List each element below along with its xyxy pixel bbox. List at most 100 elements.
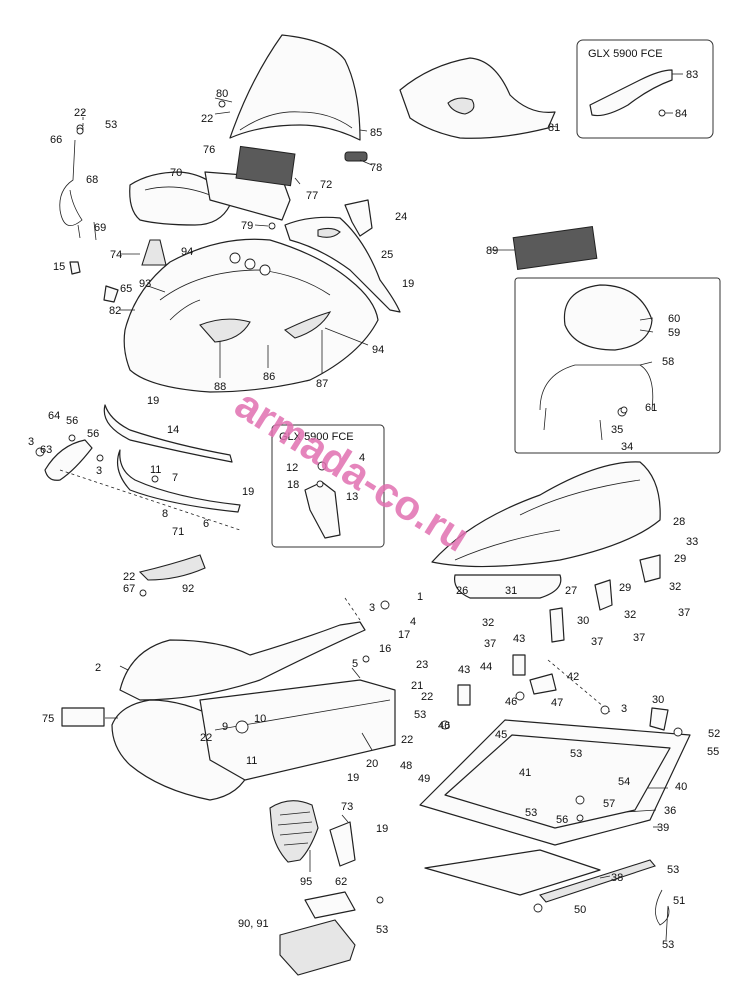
callout-label: 11 [246, 755, 257, 767]
callout-label: 89 [486, 245, 498, 257]
bracket-29a [594, 579, 613, 611]
callout-label: 22 [123, 571, 135, 583]
callout-label: 52 [708, 728, 720, 740]
callout-label: 34 [621, 441, 633, 453]
callout-label: 19 [402, 278, 414, 290]
gauge-cover [129, 171, 231, 226]
callout-label: 3 [369, 602, 375, 614]
callout-label: 57 [603, 798, 615, 810]
callout-label: 16 [379, 643, 391, 655]
callout-label: 20 [366, 758, 378, 770]
callout-label: 56 [556, 814, 568, 826]
callout-label: 53 [414, 709, 426, 721]
callout-label: 62 [335, 876, 347, 888]
callout-label: 53 [525, 807, 537, 819]
callout-label: 56 [66, 415, 78, 427]
rear-shell-panel [399, 57, 559, 139]
callout-label: 4 [410, 616, 416, 628]
callout-label: 17 [398, 629, 410, 641]
callout-label: 68 [86, 174, 98, 186]
callout-label: 78 [370, 162, 382, 174]
bracket-30 [549, 607, 565, 643]
callout-label: 69 [94, 222, 106, 234]
inset-glx-box-middle [271, 424, 385, 548]
callout-label: 72 [320, 179, 332, 191]
bracket-24 [344, 199, 373, 237]
callout-label: 10 [254, 713, 266, 725]
hardware [35, 100, 683, 913]
callout-label: 58 [662, 356, 674, 368]
callout-label: 32 [669, 581, 681, 593]
callout-label: 3 [96, 465, 102, 477]
callout-label: 81 [548, 122, 560, 134]
callouts: 1 2 3 3 3 3 4 4 5 6 7 8 9 10 11 11 12 13… [28, 69, 720, 951]
callout-label: 85 [370, 127, 382, 139]
callout-label: 55 [707, 746, 719, 758]
leader-lines [59, 97, 668, 879]
callout-label: 71 [172, 526, 184, 538]
bracket-42 [529, 673, 557, 695]
handle-73 [329, 821, 356, 867]
vent-74 [141, 239, 167, 266]
callout-label: 15 [53, 261, 65, 273]
callout-label: 64 [48, 410, 60, 422]
deflector-bracket [284, 216, 401, 313]
callout-label: 41 [519, 767, 531, 779]
callout-label: 36 [664, 805, 676, 817]
callout-label: 49 [418, 773, 430, 785]
callout-label: 8 [162, 508, 168, 520]
storage-bag-90-91 [279, 919, 356, 976]
callout-label: 84 [675, 108, 687, 120]
callout-label: 40 [675, 781, 687, 793]
rear-bumper [103, 404, 241, 513]
callout-label: 82 [109, 305, 121, 317]
bracket-65 [103, 285, 119, 303]
callout-label: 47 [551, 697, 563, 709]
callout-label: 77 [306, 190, 318, 202]
callout-label: 22 [421, 691, 433, 703]
callout-label: 3 [28, 436, 34, 448]
windshield [229, 34, 368, 141]
callout-label: 33 [686, 536, 698, 548]
callout-label: 23 [416, 659, 428, 671]
side-bracket-63 [44, 439, 93, 481]
callout-label: 37 [678, 607, 690, 619]
callout-label: 22 [201, 113, 213, 125]
callout-label: 19 [242, 486, 254, 498]
callout-label: 29 [619, 582, 631, 594]
callout-label: 19 [347, 772, 359, 784]
grab-handle-92 [138, 554, 206, 581]
bracket-43a [457, 684, 471, 706]
callout-label: 4 [359, 452, 365, 464]
pin-30 [649, 707, 669, 731]
callout-label: 76 [203, 144, 215, 156]
callout-label: 80 [216, 88, 228, 100]
callout-label: 83 [686, 69, 698, 81]
callout-label: 90, 91 [238, 918, 269, 930]
callout-label: 39 [657, 822, 669, 834]
callout-label: 70 [170, 167, 182, 179]
callout-label: 30 [652, 694, 664, 706]
callout-label: 6 [203, 518, 209, 530]
callout-label: 53 [376, 924, 388, 936]
callout-label: 26 [456, 585, 468, 597]
seat [431, 461, 661, 568]
callout-label: 59 [668, 327, 680, 339]
main-hood [123, 238, 379, 393]
inset-glx-box-top [576, 39, 714, 139]
callout-label: 11 [150, 464, 161, 476]
callout-label: 14 [167, 424, 179, 436]
callout-label: 3 [621, 703, 627, 715]
callout-label: 63 [40, 444, 52, 456]
callout-label: 32 [624, 609, 636, 621]
belly-pan [111, 679, 396, 801]
callout-label: 93 [139, 278, 151, 290]
callout-label: 32 [482, 617, 494, 629]
callout-label: 53 [570, 748, 582, 760]
callout-label: 1 [417, 591, 423, 603]
callout-label: 53 [105, 119, 117, 131]
callout-label: 31 [505, 585, 517, 597]
callout-label: 45 [495, 729, 507, 741]
callout-label: 18 [287, 479, 299, 491]
